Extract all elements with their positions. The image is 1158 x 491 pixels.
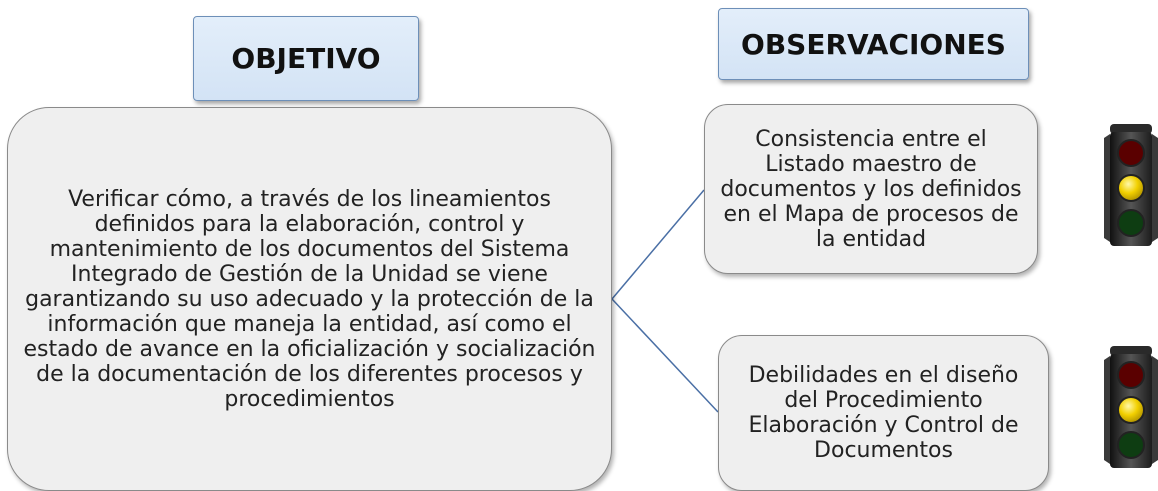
objective-box: Verificar cómo, a través de los lineamie… bbox=[7, 107, 612, 491]
connector-to-observation-1 bbox=[611, 189, 705, 300]
yellow-light bbox=[1117, 174, 1145, 202]
traffic-light-icon bbox=[1104, 124, 1158, 246]
red-light bbox=[1117, 139, 1145, 167]
green-light bbox=[1117, 431, 1145, 459]
observation-box-2: Debilidades en el diseño del Procedimien… bbox=[718, 335, 1049, 491]
observations-header: OBSERVACIONES bbox=[718, 8, 1029, 80]
observations-header-label: OBSERVACIONES bbox=[741, 27, 1006, 61]
objective-text: Verificar cómo, a través de los lineamie… bbox=[23, 186, 596, 412]
objective-header: OBJETIVO bbox=[193, 16, 419, 101]
observation-text-2: Debilidades en el diseño del Procedimien… bbox=[748, 363, 1019, 463]
observation-text-1: Consistencia entre el Listado maestro de… bbox=[720, 126, 1022, 252]
objective-header-label: OBJETIVO bbox=[231, 42, 381, 75]
yellow-light bbox=[1117, 396, 1145, 424]
connector-to-observation-2 bbox=[611, 298, 719, 413]
green-light bbox=[1117, 209, 1145, 237]
observation-box-1: Consistencia entre el Listado maestro de… bbox=[704, 104, 1038, 274]
traffic-light-icon bbox=[1104, 346, 1158, 468]
red-light bbox=[1117, 361, 1145, 389]
